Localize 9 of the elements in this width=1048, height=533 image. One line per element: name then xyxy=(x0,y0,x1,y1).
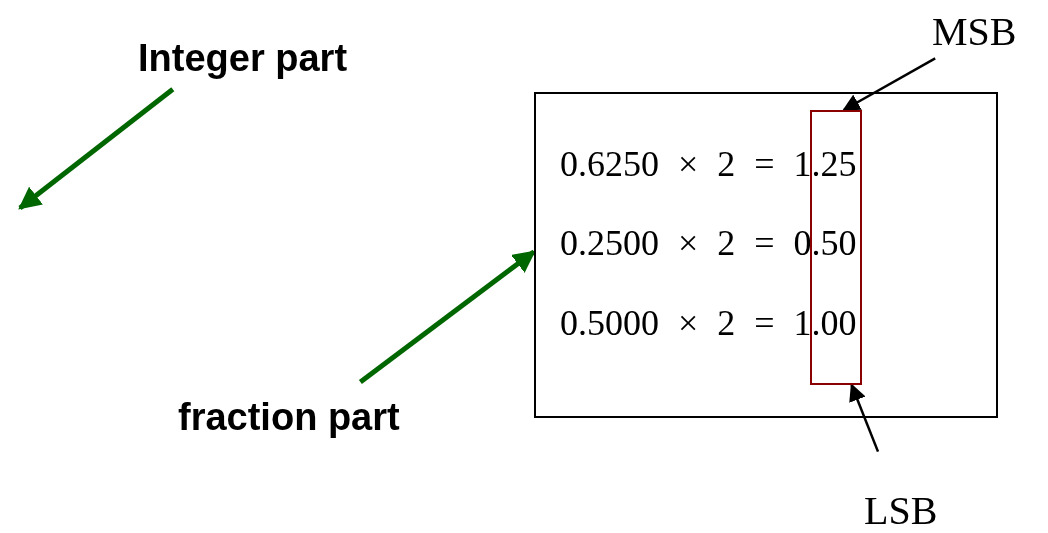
arrow xyxy=(849,383,880,453)
label-text: LSB xyxy=(864,489,964,533)
arrow xyxy=(18,87,175,210)
calculation-box xyxy=(534,92,998,418)
label-text: Integer part xyxy=(138,34,428,82)
label-text: MSB xyxy=(932,10,1038,54)
arrow xyxy=(842,57,936,112)
arrow xyxy=(358,249,536,384)
label-text: fraction part xyxy=(178,392,482,442)
